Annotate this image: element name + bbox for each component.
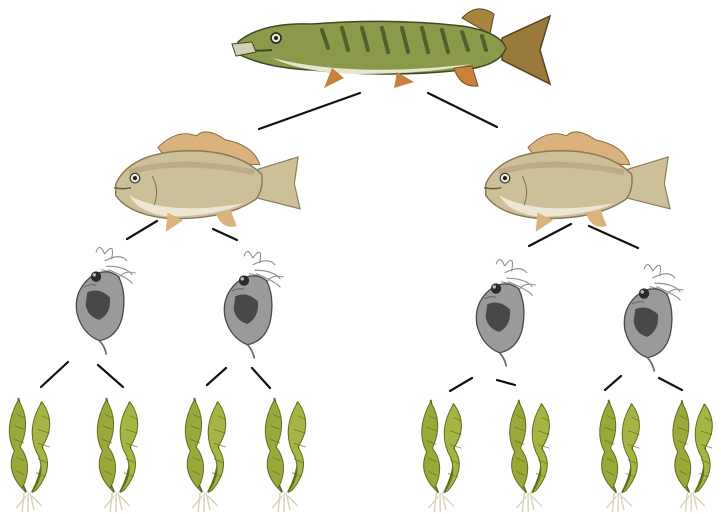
aquatic-plant-image-5 [422, 400, 462, 512]
aquatic-plant-image-4 [265, 398, 305, 512]
connector-fish2-flea3 [529, 224, 571, 246]
connector-flea3-plant5 [450, 378, 472, 391]
water-flea-image-1 [76, 248, 136, 355]
connector-flea2-plant3 [207, 368, 226, 385]
connector-flea4-plant7 [605, 376, 621, 390]
connector-flea2-plant4 [252, 368, 270, 388]
connector-pike-right [428, 93, 497, 127]
aquatic-plant-image-3 [185, 398, 225, 512]
connector-pike-left [259, 93, 360, 129]
connector-fish1-flea2 [213, 229, 237, 240]
aquatic-plant-image-6 [510, 400, 550, 512]
connector-flea4-plant8 [659, 378, 682, 390]
water-flea-image-2 [224, 252, 284, 359]
pike-fish-image [232, 9, 550, 88]
connector-flea1-plant1 [41, 362, 68, 387]
connector-fish1-flea1 [127, 221, 157, 239]
aquatic-plant-image-2 [97, 398, 137, 512]
drum-fish-image-right [484, 132, 670, 232]
connector-flea1-plant2 [98, 365, 123, 387]
aquatic-plant-image-8 [673, 400, 712, 511]
aquatic-plant-image-1 [9, 398, 49, 512]
drum-fish-image-left [114, 132, 300, 232]
connector-fish2-flea4 [589, 226, 638, 248]
water-flea-image-3 [476, 260, 536, 367]
connector-flea3-plant6 [497, 380, 515, 385]
aquatic-plant-image-7 [600, 400, 640, 512]
water-flea-image-4 [624, 265, 684, 372]
